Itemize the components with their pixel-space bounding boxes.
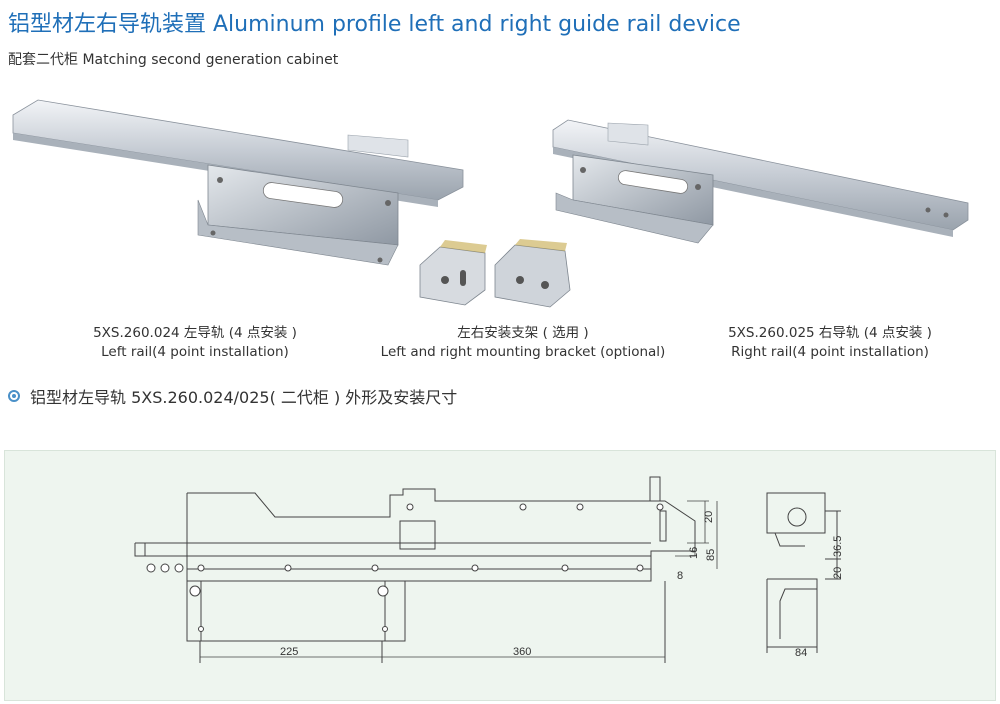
right-rail-code: 5XS.260.025 右导轨 (4 点安装 ): [728, 325, 932, 341]
right-rail-caption: 5XS.260.025 右导轨 (4 点安装 ) Right rail(4 po…: [695, 324, 965, 362]
bracket-name: Left and right mounting bracket (optiona…: [380, 344, 666, 360]
technical-drawing-panel: 225 360 20 16 85 8 36.5 20 84: [4, 450, 996, 701]
dim-16: 16: [688, 547, 700, 559]
left-rail-code: 5XS.260.024 左导轨 (4 点安装 ): [93, 325, 297, 341]
right-rail-photo: [552, 119, 969, 244]
dim-225: 225: [280, 646, 298, 658]
page-subtitle: 配套二代柜 Matching second generation cabinet: [8, 52, 339, 68]
left-rail-photo: [12, 99, 464, 266]
dim-20-side: 20: [832, 567, 844, 579]
right-rail-name: Right rail(4 point installation): [731, 344, 929, 360]
mounting-brackets-photo: [419, 239, 571, 308]
circle-bullet-icon: [8, 390, 20, 402]
bracket-code: 左右安装支架 ( 选用 ): [457, 325, 589, 341]
dim-20: 20: [703, 511, 715, 523]
bracket-caption: 左右安装支架 ( 选用 ) Left and right mounting br…: [358, 324, 688, 362]
page-title: 铝型材左右导轨装置 Aluminum profile left and righ…: [8, 12, 741, 37]
dim-85: 85: [705, 549, 717, 561]
dim-36-5: 36.5: [832, 536, 844, 557]
dim-84: 84: [795, 647, 807, 659]
section-heading: 铝型材左导轨 5XS.260.024/025( 二代柜 ) 外形及安装尺寸: [8, 384, 457, 408]
left-rail-caption: 5XS.260.024 左导轨 (4 点安装 ) Left rail(4 poi…: [60, 324, 330, 362]
dim-360: 360: [513, 646, 531, 658]
dim-8: 8: [677, 570, 683, 582]
left-rail-name: Left rail(4 point installation): [101, 344, 289, 360]
dimension-drawing: 225 360 20 16 85 8 36.5 20 84: [134, 476, 844, 663]
section-heading-text: 铝型材左导轨 5XS.260.024/025( 二代柜 ) 外形及安装尺寸: [30, 388, 458, 407]
